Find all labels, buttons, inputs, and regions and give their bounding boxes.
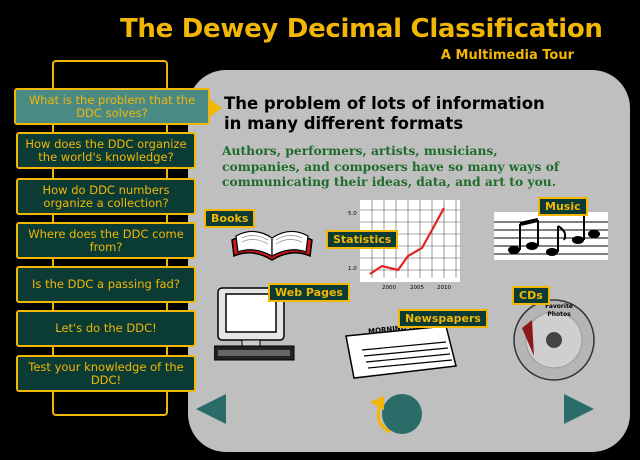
statistics-label[interactable]: Statistics bbox=[326, 230, 399, 249]
music-notes-icon[interactable] bbox=[494, 212, 608, 260]
nav-test-knowledge[interactable]: Test your knowledge of the DDC! bbox=[16, 355, 196, 392]
nav-numbers-organize-collection[interactable]: How do DDC numbers organize a collection… bbox=[16, 178, 196, 215]
nav-label: Test your knowledge of the DDC! bbox=[28, 359, 184, 387]
nav-label: What is the problem that the DDC solves? bbox=[28, 92, 196, 120]
newspapers-label[interactable]: Newspapers bbox=[398, 309, 488, 328]
x-tick-2010: 2010 bbox=[437, 285, 451, 291]
nav-label: Where does the DDC come from? bbox=[28, 226, 184, 254]
y-tick-5: 5.0 bbox=[348, 211, 357, 217]
cds-label[interactable]: CDs bbox=[512, 286, 550, 305]
nav-ddc-origin[interactable]: Where does the DDC come from? bbox=[16, 222, 196, 259]
content-body: Authors, performers, artists, musicians,… bbox=[222, 143, 560, 189]
nav-lets-do-ddc[interactable]: Let's do the DDC! bbox=[16, 310, 196, 347]
nav-label: How do DDC numbers organize a collection… bbox=[42, 182, 170, 210]
previous-arrow-icon[interactable] bbox=[194, 392, 228, 426]
open-book-icon[interactable] bbox=[226, 216, 318, 266]
nav-problem-ddc-solves[interactable]: What is the problem that the DDC solves? bbox=[14, 88, 222, 125]
web-pages-label[interactable]: Web Pages bbox=[268, 283, 350, 302]
nav-label: Let's do the DDC! bbox=[55, 321, 157, 335]
next-arrow-icon[interactable] bbox=[562, 392, 596, 426]
return-home-icon[interactable] bbox=[366, 386, 428, 438]
statistics-line bbox=[369, 207, 445, 275]
music-label[interactable]: Music bbox=[538, 197, 588, 216]
x-tick-2000: 2000 bbox=[382, 285, 396, 291]
newspaper-icon[interactable] bbox=[342, 322, 460, 382]
app-subtitle: A Multimedia Tour bbox=[440, 48, 574, 63]
cd-label-line-1: Favorite bbox=[545, 303, 573, 310]
books-label[interactable]: Books bbox=[204, 209, 256, 228]
nav-label: How does the DDC organize the world's kn… bbox=[25, 136, 187, 164]
cd-label-line-2: Photos bbox=[547, 311, 571, 318]
heading-line-2: in many different formats bbox=[224, 114, 464, 133]
app-title: The Dewey Decimal Classification bbox=[120, 14, 603, 44]
heading-line-1: The problem of lots of information bbox=[224, 94, 545, 113]
cd-disc-icon[interactable] bbox=[512, 298, 596, 382]
content-heading: The problem of lots of information in ma… bbox=[224, 94, 545, 134]
cd-label-text: Favorite Photos bbox=[534, 303, 584, 319]
nav-passing-fad[interactable]: Is the DDC a passing fad? bbox=[16, 266, 196, 303]
nav-label: Is the DDC a passing fad? bbox=[32, 277, 180, 291]
nav-organize-knowledge[interactable]: How does the DDC organize the world's kn… bbox=[16, 132, 196, 169]
computer-icon[interactable] bbox=[214, 286, 298, 364]
x-tick-2005: 2005 bbox=[410, 285, 424, 291]
y-tick-1: 1.0 bbox=[348, 266, 357, 272]
